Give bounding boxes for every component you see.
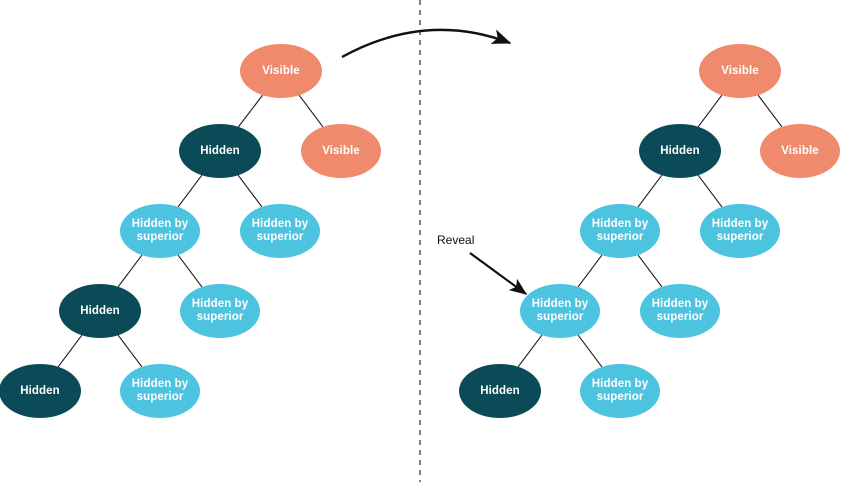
tree-node-visible[interactable]: Visible — [240, 44, 322, 98]
tree-edge — [757, 94, 783, 128]
tree-edge — [298, 94, 324, 128]
reveal-arrow — [469, 252, 528, 295]
tree-edge — [577, 254, 603, 288]
tree-edge — [237, 174, 263, 208]
tree-node-hidden[interactable]: Hidden — [639, 124, 721, 178]
tree-edge — [517, 334, 543, 368]
tree-node-label: Visible — [322, 144, 360, 157]
tree-edge — [57, 334, 83, 368]
tree-edge — [237, 94, 264, 128]
tree-node-hidden[interactable]: Hidden — [179, 124, 261, 178]
tree-edge — [637, 254, 663, 288]
tree-edge — [697, 174, 723, 208]
tree-edge — [177, 254, 203, 288]
tree-node-visible[interactable]: Visible — [301, 124, 381, 178]
tree-node-label: Hidden — [80, 304, 120, 317]
transition-curved-arrow — [341, 28, 512, 59]
reveal-label: Reveal — [437, 233, 475, 247]
tree-node-label: Visible — [781, 144, 819, 157]
tree-edge — [697, 94, 723, 128]
tree-edge — [117, 334, 143, 368]
tree-edge — [117, 254, 143, 288]
tree-node-label: Hidden — [20, 384, 60, 397]
tree-node-label: Hidden — [660, 144, 700, 157]
tree-node-label: Visible — [262, 64, 300, 77]
tree-node-label: Visible — [721, 64, 759, 77]
tree-node-hidden[interactable]: Hidden — [459, 364, 541, 418]
tree-node-label: Hidden — [480, 384, 520, 397]
tree-edge — [637, 174, 663, 208]
tree-edge — [577, 334, 603, 368]
tree-node-hidden[interactable]: Hidden — [0, 364, 81, 418]
tree-node-label: Hidden — [200, 144, 240, 157]
tree-node-visible[interactable]: Visible — [699, 44, 781, 98]
tree-edge — [177, 174, 203, 208]
tree-node-visible[interactable]: Visible — [760, 124, 840, 178]
tree-node-hidden[interactable]: Hidden — [59, 284, 141, 338]
